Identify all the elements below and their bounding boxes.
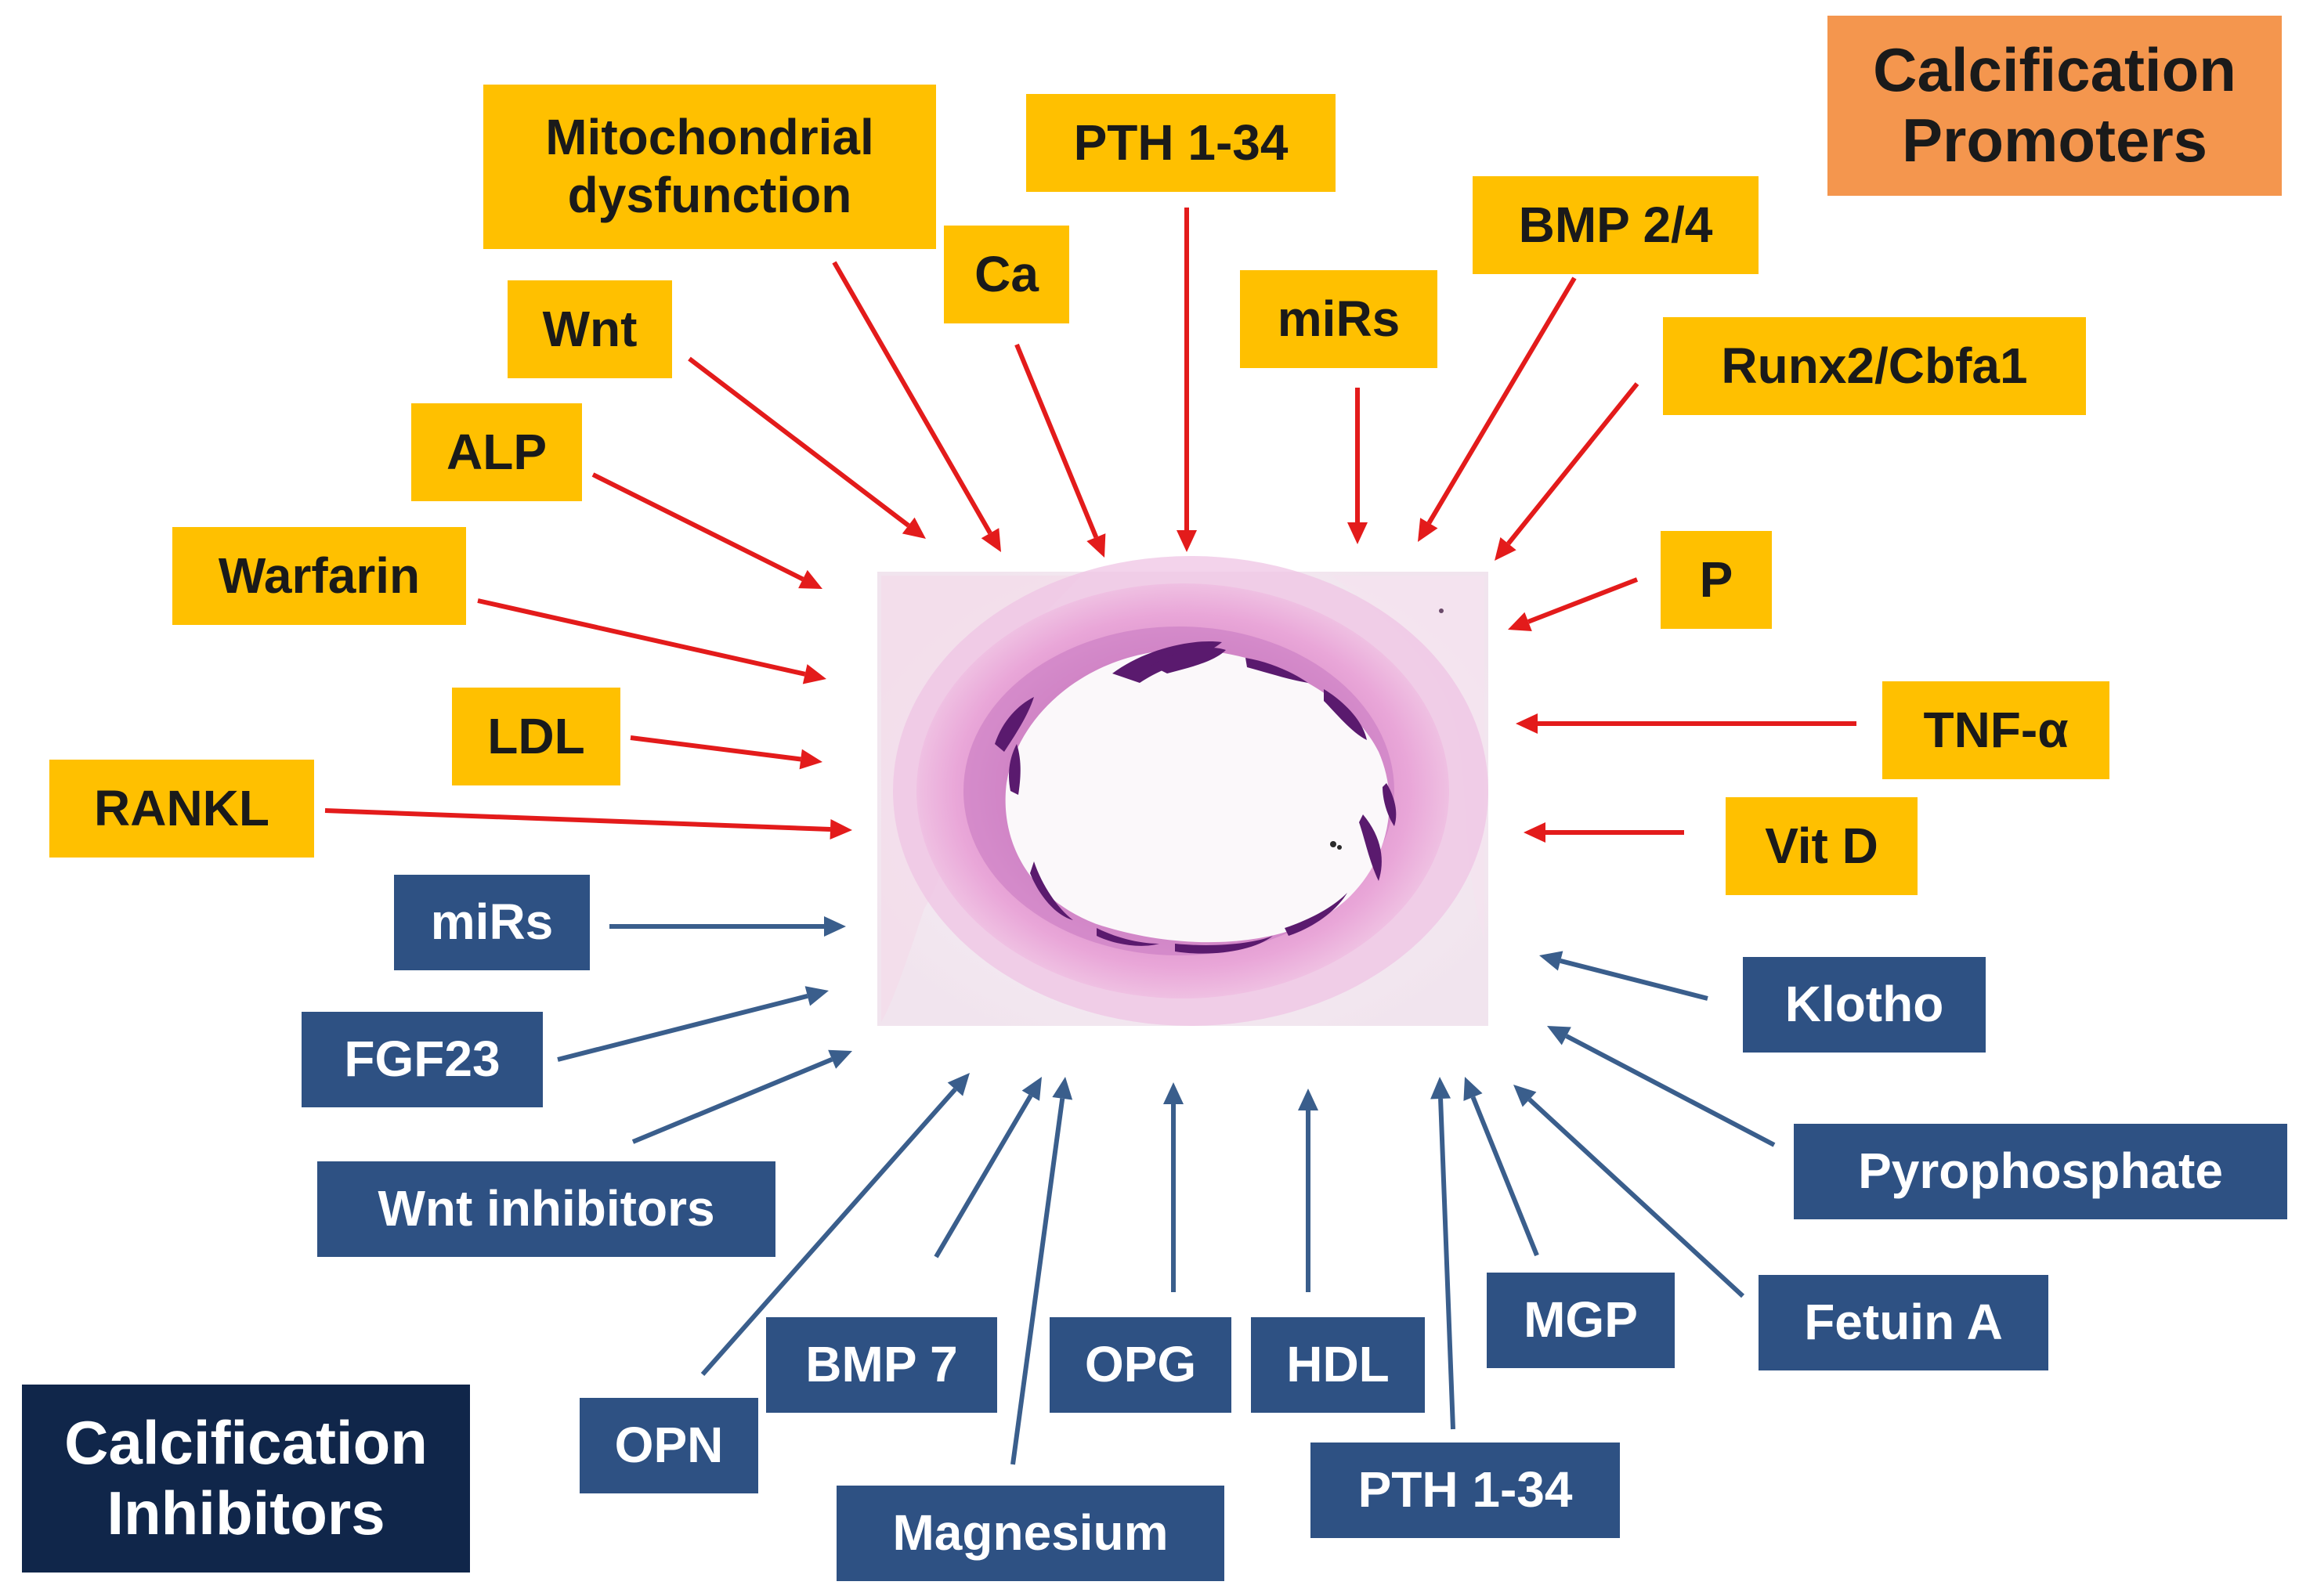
promoter-wnt: Wnt — [508, 280, 672, 378]
inhibitor-hdl: HDL — [1251, 1317, 1425, 1413]
inhibitor-bmp-7: BMP 7 — [766, 1317, 997, 1413]
arrow-hdl — [1298, 1089, 1318, 1292]
promoter-warfarin: Warfarin — [172, 527, 466, 625]
arrow-alp — [591, 472, 822, 589]
promoter-label: Mitochondrial dysfunction — [545, 109, 874, 223]
inhibitor-label: Pyrophosphate — [1858, 1143, 2223, 1200]
arrow-fetuin-a — [1513, 1085, 1745, 1298]
promoter-label: Ca — [974, 245, 1039, 302]
arrow-ldl — [630, 735, 822, 770]
arrow-pth-1-34 — [1177, 208, 1197, 552]
promoter-p: P — [1661, 531, 1772, 629]
arrow-opg — [1163, 1082, 1184, 1292]
inhibitor-label: Fetuin A — [1804, 1294, 2003, 1351]
arrow-vit-d — [1524, 822, 1684, 843]
inhibitor-klotho: Klotho — [1743, 957, 1986, 1053]
arrow-p — [1508, 577, 1639, 631]
legend-inhibitors-label: Calcification Inhibitors — [64, 1408, 428, 1547]
promoter-label: Wnt — [542, 300, 638, 357]
arrow-klotho — [1539, 951, 1708, 1001]
arrow-warfarin — [477, 598, 826, 684]
promoter-rankl: RANKL — [49, 760, 314, 858]
arrow-mgp — [1463, 1077, 1539, 1257]
legend-calcification-promoters: Calcification Promoters — [1827, 16, 2282, 196]
promoter-label: ALP — [446, 423, 547, 480]
inhibitor-label: OPN — [614, 1417, 724, 1474]
arrow-runx2-cbfa1 — [1495, 382, 1639, 561]
arrow-wnt — [688, 356, 926, 539]
inhibitor-label: BMP 7 — [805, 1336, 958, 1393]
arrow-opn — [700, 1073, 970, 1376]
promoter-ca: Ca — [944, 226, 1069, 323]
inhibitor-label: FGF23 — [344, 1031, 501, 1088]
inhibitor-label: PTH 1-34 — [1357, 1461, 1573, 1518]
inhibitor-magnesium: Magnesium — [837, 1486, 1224, 1581]
legend-promoters-label: Calcification Promoters — [1873, 35, 2236, 175]
inhibitor-wnt-inhibitors: Wnt inhibitors — [317, 1161, 775, 1257]
arrow-mitochondrial-dysfunction — [832, 261, 1001, 552]
promoter-runx2-cbfa1: Runx2/Cbfa1 — [1663, 317, 2086, 415]
inhibitor-label: Wnt inhibitors — [378, 1180, 715, 1237]
arrow-rankl — [324, 808, 852, 840]
promoter-label: BMP 2/4 — [1518, 196, 1713, 253]
promoter-label: Runx2/Cbfa1 — [1721, 337, 2028, 394]
inhibitor-label: Klotho — [1784, 976, 1944, 1033]
inhibitor-pyrophosphate: Pyrophosphate — [1794, 1124, 2287, 1219]
inhibitor-label: MGP — [1524, 1291, 1638, 1349]
promoter-mitochondrial-dysfunction: Mitochondrial dysfunction — [483, 85, 936, 249]
promoter-label: PTH 1-34 — [1073, 114, 1289, 171]
arrow-fgf23 — [557, 986, 829, 1062]
promoter-mirs: miRs — [1240, 270, 1437, 368]
inhibitor-label: HDL — [1286, 1336, 1390, 1393]
promoter-label: Warfarin — [218, 547, 421, 604]
arrow-pyrophosphate — [1547, 1026, 1776, 1147]
inhibitor-pth-1-34: PTH 1-34 — [1310, 1443, 1620, 1538]
promoter-pth-1-34: PTH 1-34 — [1026, 94, 1336, 192]
inhibitor-label: Magnesium — [892, 1504, 1169, 1562]
arrow-tnf-alpha — [1516, 713, 1856, 734]
promoter-label: Vit D — [1765, 817, 1878, 874]
inhibitor-mirs: miRs — [394, 875, 590, 970]
inhibitor-fetuin-a: Fetuin A — [1759, 1275, 2048, 1370]
promoter-label: RANKL — [94, 779, 269, 836]
inhibitor-fgf23: FGF23 — [302, 1012, 543, 1107]
promoter-label: LDL — [487, 707, 585, 764]
arrow-magnesium — [1010, 1077, 1073, 1465]
arrow-bmp-2-4 — [1418, 276, 1577, 542]
promoter-alp: ALP — [411, 403, 582, 501]
inhibitor-label: miRs — [430, 894, 554, 951]
arrow-bmp-7 — [934, 1077, 1042, 1258]
promoter-tnf-alpha: TNF-α — [1882, 681, 2109, 779]
promoter-vit-d: Vit D — [1726, 797, 1918, 895]
arrow-pth-1-34-inhibitor — [1430, 1077, 1455, 1430]
arrow-mirs — [1347, 388, 1368, 544]
promoter-label: P — [1699, 551, 1733, 608]
promoter-ldl: LDL — [452, 688, 620, 785]
inhibitor-label: OPG — [1084, 1336, 1197, 1393]
promoter-label: TNF-α — [1923, 701, 2069, 758]
inhibitor-mgp: MGP — [1487, 1273, 1675, 1368]
promoter-label: miRs — [1277, 290, 1401, 347]
inhibitor-opg: OPG — [1050, 1317, 1231, 1413]
promoter-bmp-2-4: BMP 2/4 — [1473, 176, 1759, 274]
inhibitor-opn: OPN — [580, 1398, 758, 1493]
arrow-inhibitor-mirs — [609, 916, 846, 937]
arrow-wnt-inhibitors — [631, 1049, 852, 1144]
arrow-ca — [1014, 343, 1106, 558]
legend-calcification-inhibitors: Calcification Inhibitors — [22, 1385, 470, 1573]
